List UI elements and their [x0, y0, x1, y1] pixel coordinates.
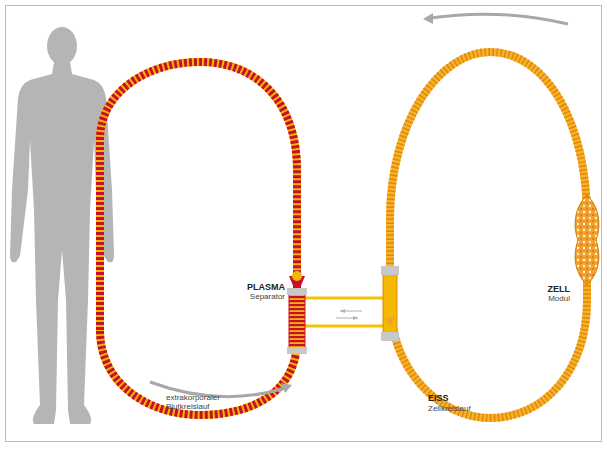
cell-column: [381, 266, 399, 341]
arrow-head: [423, 13, 433, 24]
cell-module: [575, 195, 599, 285]
circuit-label: extrakorporaler Blutkreislauf: [166, 393, 246, 411]
part-heading: ZELL: [543, 284, 570, 294]
plasma-separator: [287, 271, 307, 354]
flow-arrows: [150, 14, 568, 397]
label-holder: Zellkreislauf: [428, 404, 471, 413]
part-heading: PLASMA: [243, 282, 285, 292]
circuit-label: Zellkreislauf: [428, 404, 471, 413]
arrow-head: [281, 383, 292, 393]
part-subtitle: Modul: [543, 294, 570, 303]
label-holder: EISS: [428, 393, 449, 403]
separator-label-box: PLASMASeparator: [241, 281, 287, 303]
part-subtitle: Separator: [243, 292, 285, 301]
blood-circuit-stripes: [100, 62, 297, 415]
cell-circuit-dots: [390, 52, 587, 418]
cell-circuit: [390, 52, 587, 418]
blood-circuit: [100, 62, 297, 415]
circuit-name: EISS: [428, 393, 449, 403]
label-holder: extrakorporaler Blutkreislauf: [166, 393, 246, 411]
frame: [6, 6, 602, 442]
plasma-pipes: [305, 298, 386, 326]
module-label-box: ZELLModul: [541, 283, 572, 305]
